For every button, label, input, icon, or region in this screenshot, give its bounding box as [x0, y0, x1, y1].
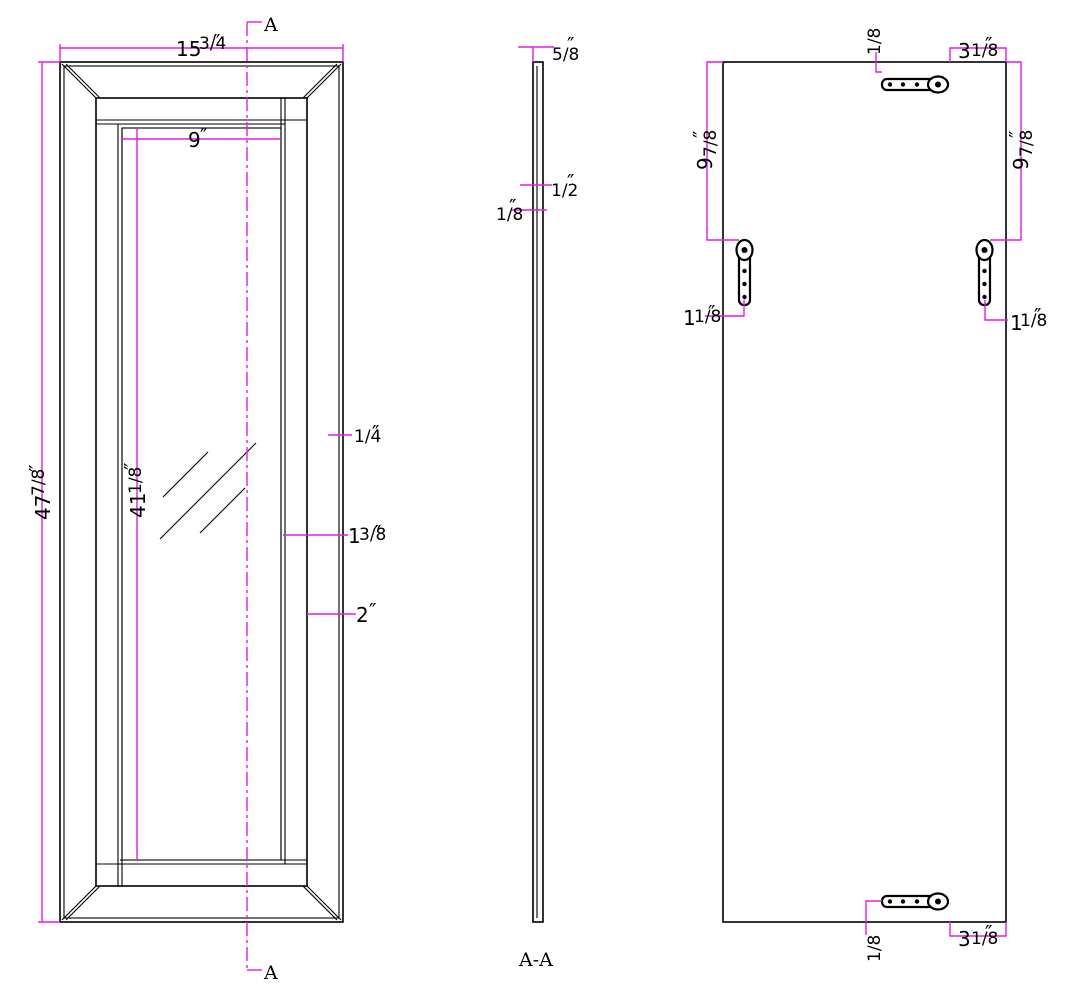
- right-hinge-offset-inch: ″: [1034, 304, 1041, 328]
- glass-width-inch: ″: [200, 124, 207, 148]
- overall-width-inch: ″: [213, 30, 220, 54]
- section-mid-frac: 1/2: [551, 181, 578, 201]
- left-hinge-offset-inch: ″: [708, 301, 715, 325]
- panel-bevel: [95, 97, 308, 887]
- top-hinge: [880, 75, 950, 94]
- section-profile: [532, 61, 544, 923]
- left-hinge-drop-whole: 9: [693, 157, 717, 170]
- section-edge-inch: ″: [509, 195, 516, 219]
- mitre-bottom-right: [306, 885, 342, 921]
- glass-reflection-3: [199, 487, 246, 534]
- right-hinge-drop-frac: 7/8: [1017, 130, 1037, 157]
- glass-height-frac: 1/8: [126, 467, 146, 494]
- rail-one-three-eighths-whole: 1: [348, 524, 361, 548]
- section-top-frac: 5/8: [552, 45, 579, 65]
- mitre-bottom-left: [61, 885, 97, 921]
- section-top-inch: ″: [567, 33, 574, 57]
- right-hinge-offset-whole: 1: [1010, 311, 1023, 335]
- section-mark-top: A: [263, 14, 278, 36]
- rail-one-three-eighths-frac: 3/8: [359, 525, 386, 545]
- outer-frame: [59, 61, 344, 923]
- overall-width-frac: 3/4: [199, 34, 226, 54]
- mitre-top-right: [306, 63, 342, 99]
- left-hinge: [735, 238, 754, 307]
- left-hinge-offset-frac: 1/8: [694, 307, 721, 327]
- section-edge-frac: 1/8: [496, 205, 523, 225]
- top-hinge-edge-frac: 1/8: [865, 28, 885, 55]
- top-hinge-offset-frac: 1/8: [971, 41, 998, 61]
- section-mid-inch: ″: [567, 170, 574, 194]
- glass-width-value: 9: [188, 128, 201, 152]
- top-hinge-offset-inch: ″: [985, 33, 992, 57]
- right-hinge-offset-frac: 1/8: [1020, 311, 1047, 331]
- rail-quarter-inch: ″: [372, 421, 379, 445]
- overall-width-whole: 15: [176, 37, 201, 61]
- right-hinge: [975, 238, 994, 307]
- right-hinge-drop-whole: 9: [1009, 157, 1033, 170]
- left-hinge-drop-inch: ″: [689, 131, 713, 138]
- section-label: A-A: [518, 949, 553, 971]
- section-view: 5/8 ″ 1/2 ″ 1/8 ″ A-A: [496, 33, 579, 971]
- rear-panel: [722, 61, 1007, 923]
- rail-quarter-frac: 1/4: [354, 427, 381, 447]
- outer-frame-inner-edge: [63, 65, 340, 919]
- stile-width-inch: ″: [369, 599, 376, 623]
- glass-panel: [121, 127, 282, 861]
- rear-view: 1/8 3 1/8 ″ 9 7/8 ″ 1 1/8 ″ 9 7/8 ″ 1 1/…: [683, 28, 1047, 962]
- glass-height-inch: ″: [120, 463, 144, 470]
- mitre-top-left: [61, 63, 97, 99]
- rail-one-three-eighths-inch: ″: [374, 521, 381, 545]
- glass-reflection-2: [159, 442, 257, 540]
- stile-width-value: 2: [356, 603, 369, 627]
- bottom-hinge-offset-frac: 1/8: [971, 929, 998, 949]
- overall-height-whole: 47: [31, 495, 55, 520]
- glass-height-whole: 41: [126, 493, 150, 518]
- top-hinge-offset-whole: 3: [958, 39, 971, 63]
- left-hinge-drop-frac: 7/8: [701, 130, 721, 157]
- right-hinge-drop-inch: ″: [1005, 131, 1029, 138]
- bottom-hinge-offset-inch: ″: [985, 921, 992, 945]
- glass-reflection-1: [162, 451, 209, 498]
- bottom-hinge-edge-frac: 1/8: [865, 935, 885, 962]
- bottom-hinge-offset-whole: 3: [958, 927, 971, 951]
- overall-height-frac: 7/8: [29, 469, 49, 496]
- left-hinge-offset-whole: 1: [683, 306, 696, 330]
- front-view: A A 15 3/4 ″ 47 7/8 ″ 9 ″ 41 1/8 ″ 1/4: [25, 14, 386, 984]
- section-mark-bottom: A: [263, 962, 278, 984]
- overall-height-inch: ″: [25, 465, 49, 472]
- bottom-hinge: [880, 892, 950, 911]
